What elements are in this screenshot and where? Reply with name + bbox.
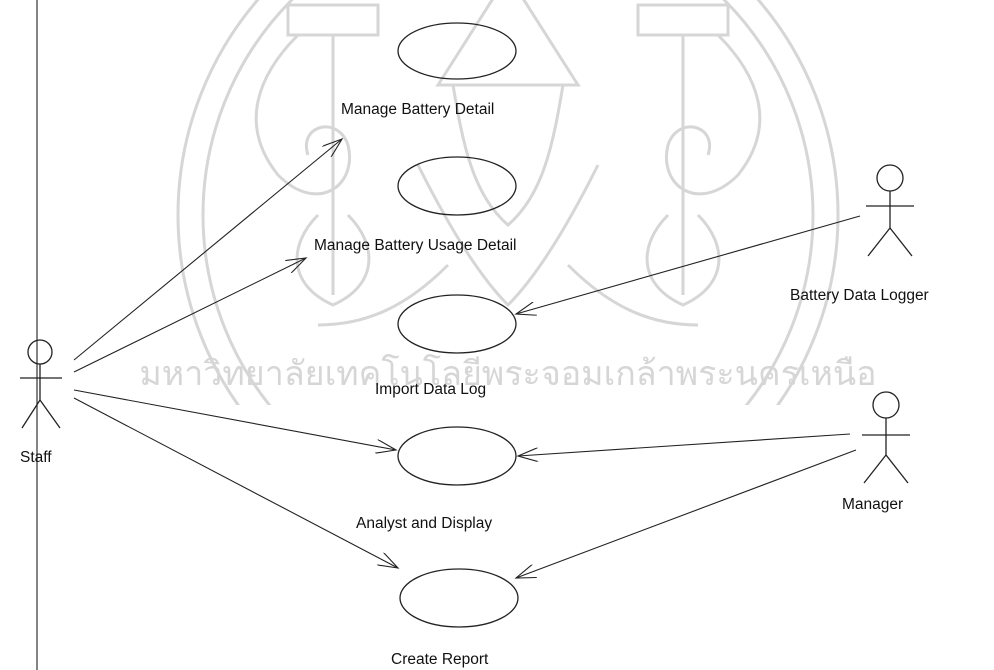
- use-case-manage-battery-detail[interactable]: [397, 22, 517, 80]
- assoc-staff-analyst-and-display: [73, 389, 396, 450]
- label-actor-staff: Staff: [20, 449, 52, 466]
- university-seal-watermark: มหาวิทยาลัยเทคโนโลยีพระจอมเกล้าพระนครเหน…: [139, 0, 877, 405]
- use-case-create-report[interactable]: [399, 568, 519, 628]
- label-actor-battery-data-logger: Battery Data Logger: [790, 287, 929, 304]
- assoc-manager-analyst-and-display: [518, 433, 851, 456]
- assoc-staff-manage-battery-detail: [73, 139, 342, 361]
- label-analyst-and-display: Analyst and Display: [356, 515, 493, 532]
- label-manage-battery-usage-detail: Manage Battery Usage Detail: [314, 237, 517, 254]
- use-case-import-data-log[interactable]: [397, 294, 517, 354]
- actor-staff-figure[interactable]: [20, 339, 62, 429]
- label-actor-manager: Manager: [842, 496, 904, 513]
- use-case-analyst-and-display[interactable]: [397, 426, 517, 486]
- actor-manager-figure[interactable]: [862, 391, 910, 484]
- seal-ring-text: มหาวิทยาลัยเทคโนโลยีพระจอมเกล้าพระนครเหน…: [139, 354, 876, 394]
- actor-battery-data-logger-figure[interactable]: [866, 164, 914, 257]
- assoc-manager-create-report: [516, 449, 857, 578]
- use-case-manage-battery-usage-detail[interactable]: [397, 156, 517, 216]
- label-import-data-log: Import Data Log: [375, 381, 487, 398]
- assoc-logger-import-data-log: [516, 215, 861, 314]
- label-manage-battery-detail: Manage Battery Detail: [341, 101, 495, 118]
- label-create-report: Create Report: [391, 651, 489, 668]
- assoc-staff-manage-battery-usage-detail: [73, 258, 306, 373]
- assoc-staff-create-report: [73, 397, 398, 568]
